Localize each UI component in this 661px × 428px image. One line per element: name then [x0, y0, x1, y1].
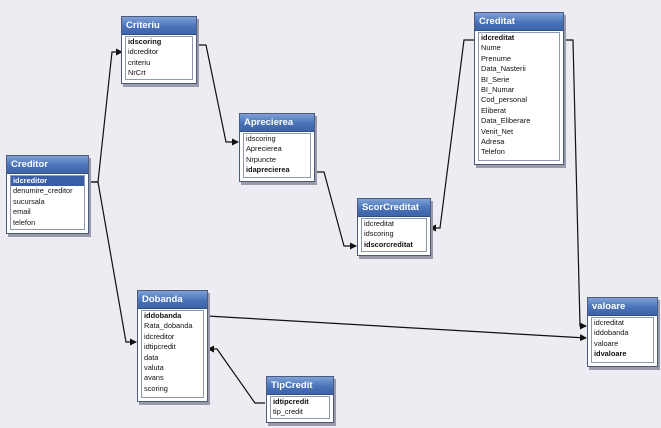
field-idscoring[interactable]: idscoring — [128, 37, 162, 46]
field-idcreditat[interactable]: idcreditat — [594, 318, 624, 327]
field-iddobanda[interactable]: iddobanda — [144, 311, 182, 320]
field-denumire-creditor[interactable]: denumire_creditor — [13, 186, 73, 196]
field-nume[interactable]: Nume — [481, 43, 501, 53]
field-aprecierea[interactable]: Aprecierea — [246, 144, 282, 154]
field-idcreditat[interactable]: idcreditat — [364, 219, 394, 228]
field-idscorcreditat[interactable]: idscorcreditat — [364, 239, 413, 249]
field-telefon[interactable]: Telefon — [481, 147, 505, 157]
field-idtipcredit[interactable]: idtipcredit — [273, 397, 309, 406]
field-bi-numar[interactable]: BI_Numar — [481, 84, 515, 94]
field-nrpuncte[interactable]: Nrpuncte — [246, 154, 276, 164]
table-title[interactable]: valoare — [588, 298, 657, 316]
field-prenume[interactable]: Prenume — [481, 53, 511, 63]
table-title[interactable]: TipCredit — [267, 377, 333, 395]
field-data[interactable]: data — [144, 352, 159, 362]
table-title[interactable]: ScorCreditat — [358, 199, 430, 217]
field-criteriu[interactable]: criteriu — [128, 57, 151, 67]
table-title[interactable]: Creditat — [475, 13, 563, 31]
field-email[interactable]: email — [13, 207, 31, 217]
field-idscoring[interactable]: idscoring — [364, 229, 394, 239]
field-venit-net[interactable]: Venit_Net — [481, 126, 514, 136]
field-sucursala[interactable]: sucursala — [13, 196, 45, 206]
field-data-eliberare[interactable]: Data_Eliberare — [481, 116, 531, 126]
field-bi-serie[interactable]: BI_Serie — [481, 74, 510, 84]
table-title[interactable]: Aprecierea — [240, 114, 314, 132]
field-data-nasterii[interactable]: Data_Nasterii — [481, 64, 526, 74]
field-idscoring[interactable]: idscoring — [246, 134, 276, 143]
rel-tipcredit-dobanda — [207, 345, 265, 404]
field-nrcrt[interactable]: NrCrt — [128, 68, 146, 78]
field-cod-personal[interactable]: Cod_personal — [481, 95, 528, 105]
field-idcreditor[interactable]: idcreditor — [11, 176, 84, 187]
field-avans[interactable]: avans — [144, 373, 164, 383]
field-valoare[interactable]: valoare — [594, 338, 619, 348]
rel-dobanda-valoare — [206, 315, 587, 342]
rel-creditor-dobanda — [88, 181, 137, 346]
field-idcreditor[interactable]: idcreditor — [128, 47, 159, 57]
field-scoring[interactable]: scoring — [144, 383, 168, 393]
field-idtipcredit[interactable]: idtipcredit — [144, 342, 176, 352]
field-eliberat[interactable]: Eliberat — [481, 105, 507, 115]
field-idcreditor[interactable]: idcreditor — [144, 331, 175, 341]
field-adresa[interactable]: Adresa — [481, 136, 505, 146]
field-iddobanda[interactable]: iddobanda — [594, 328, 629, 338]
table-title[interactable]: Dobanda — [138, 291, 207, 309]
rel-creditat-scorcreditat — [429, 39, 474, 232]
field-idvaloare[interactable]: idvaloare — [594, 349, 627, 359]
table-title[interactable]: Criteriu — [122, 17, 196, 35]
field-valuta[interactable]: valuta — [144, 362, 164, 372]
rel-creditat-valoare — [563, 39, 587, 330]
field-rata-dobanda[interactable]: Rata_dobanda — [144, 321, 193, 331]
table-title[interactable]: Creditor — [7, 156, 88, 174]
field-tip-credit[interactable]: tip_credit — [273, 407, 303, 417]
rel-creditor-criteriu — [88, 48, 123, 183]
rel-criteriu-aprecierea — [196, 44, 239, 146]
field-idaprecierea[interactable]: idaprecierea — [246, 165, 290, 175]
field-idcreditat[interactable]: idcreditat — [481, 33, 515, 42]
field-telefon[interactable]: telefon — [13, 217, 36, 227]
rel-aprecierea-scorcreditat — [314, 171, 357, 250]
